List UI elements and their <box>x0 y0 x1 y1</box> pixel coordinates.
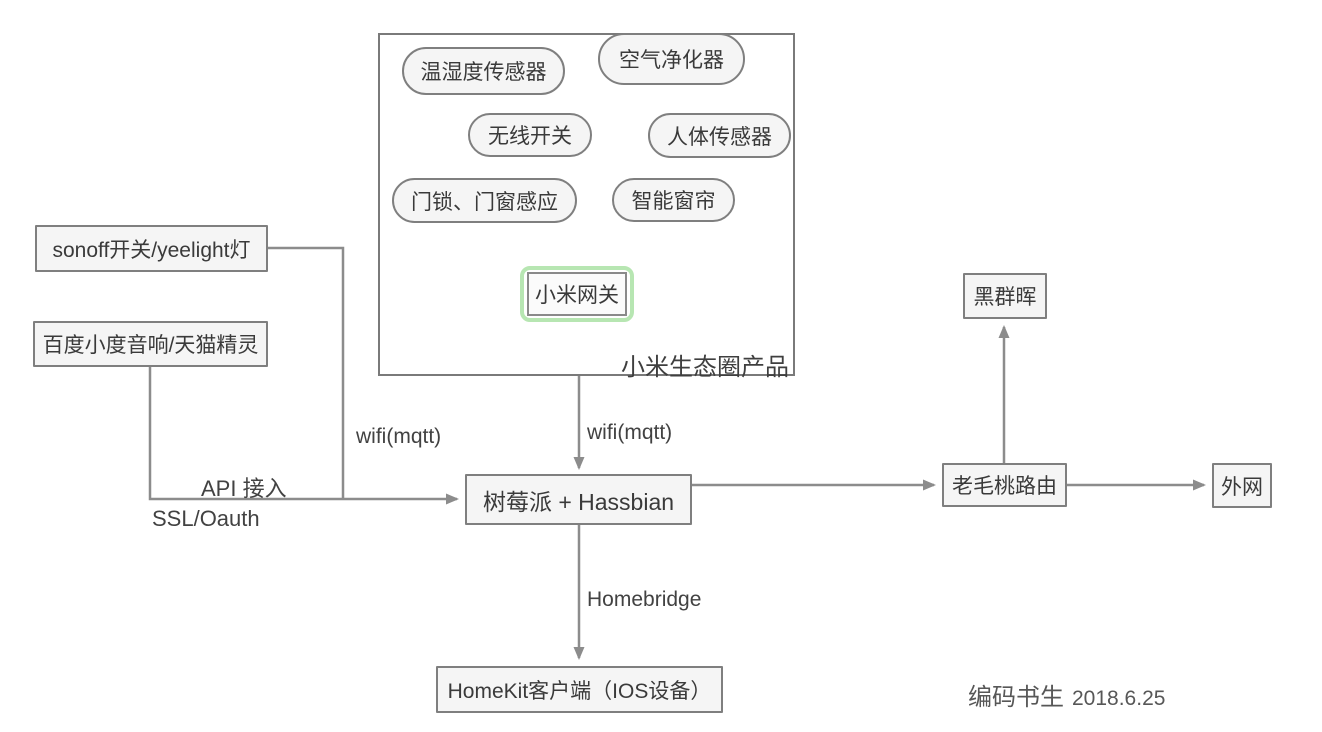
synology-nas-node: 黑群晖 <box>963 273 1047 319</box>
api-access-label: API 接入 <box>201 476 287 501</box>
external-network-node: 外网 <box>1212 463 1272 508</box>
xiaomi-gateway-node: 小米网关 <box>520 266 634 322</box>
pill-body-sensor: 人体传感器 <box>648 113 791 158</box>
xiaomi-gateway-label: 小米网关 <box>527 272 627 316</box>
pill-smart-curtain: 智能窗帘 <box>612 178 735 222</box>
ssl-oauth-label: SSL/Oauth <box>152 506 260 531</box>
signature-date: 2018.6.25 <box>1072 687 1166 710</box>
ecosystem-caption: 小米生态圈产品 <box>621 354 789 381</box>
signature-author: 编码书生 <box>968 684 1064 711</box>
raspberrypi-hassbian-node: 树莓派 + Hassbian <box>465 474 692 525</box>
pill-air-purifier: 空气净化器 <box>598 33 745 85</box>
connector-sonoff-to-junction <box>268 246 345 499</box>
sonoff-yeelight-node: sonoff开关/yeelight灯 <box>35 225 268 272</box>
router-node: 老毛桃路由 <box>942 463 1067 507</box>
homekit-client-node: HomeKit客户端（IOS设备） <box>436 666 723 713</box>
homebridge-label: Homebridge <box>587 588 702 611</box>
pill-door-lock-window-sensor: 门锁、门窗感应 <box>392 178 577 223</box>
pill-temp-humidity-sensor: 温湿度传感器 <box>402 47 565 95</box>
signature: 编码书生 2018.6.25 <box>968 677 1165 712</box>
pill-wireless-switch: 无线开关 <box>468 113 592 157</box>
wifi-mqtt-label-center: wifi(mqtt) <box>587 421 673 444</box>
connector-baidu-to-pi <box>148 367 459 505</box>
baidu-tmall-speaker-node: 百度小度音响/天猫精灵 <box>33 321 268 367</box>
wifi-mqtt-label-left: wifi(mqtt) <box>356 425 442 448</box>
